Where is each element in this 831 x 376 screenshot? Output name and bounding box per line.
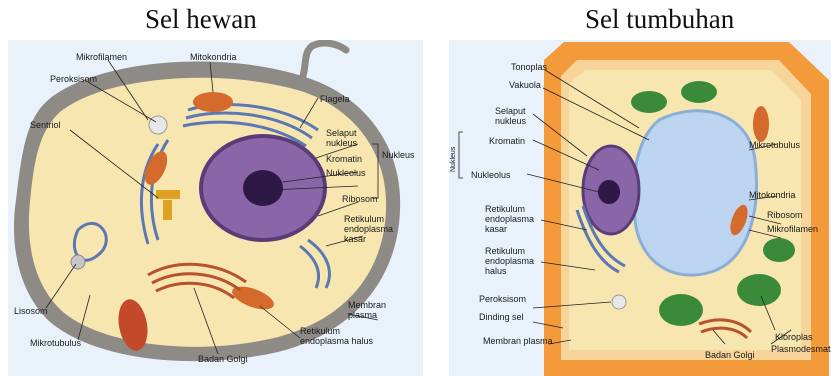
label-nukleus: Nukleus xyxy=(382,150,415,160)
label-rek-1: Retikulum xyxy=(344,214,384,224)
label-sentriol: Sentriol xyxy=(30,120,61,130)
label-badan-golgi: Badan Golgi xyxy=(705,350,755,360)
label-vakuola: Vakuola xyxy=(509,80,541,90)
chloroplast xyxy=(763,238,795,262)
animal-cell-panel: Mikrofilamen Mitokondria Peroksisom Flag… xyxy=(8,40,423,376)
label-rek-2: endoplasma xyxy=(344,224,393,234)
label-rek-2: endoplasma xyxy=(485,214,534,224)
label-kromatin: Kromatin xyxy=(326,154,362,164)
animal-nucleolus xyxy=(243,170,283,206)
label-mitokondria: Mitokondria xyxy=(190,52,237,62)
label-nukleolus: Nukleolus xyxy=(326,168,366,178)
label-selaput-nukleus-1: Selaput xyxy=(495,106,526,116)
label-reh-3: halus xyxy=(485,266,507,276)
label-reh-1: Retikulum xyxy=(485,246,525,256)
label-flagela: Flagela xyxy=(320,94,350,104)
peroxisome xyxy=(149,116,167,134)
label-dinding-sel: Dinding sel xyxy=(479,312,524,322)
animal-cell-diagram: Mikrofilamen Mitokondria Peroksisom Flag… xyxy=(8,40,423,376)
label-mikrofilamen: Mikrofilamen xyxy=(76,52,127,62)
label-selaput-nukleus-2: nukleus xyxy=(326,138,358,148)
label-tonoplas: Tonoplas xyxy=(511,62,548,72)
label-ribosom: Ribosom xyxy=(767,210,803,220)
animal-cell-title: Sel hewan xyxy=(145,4,257,35)
chloroplast xyxy=(659,294,703,326)
label-kloroplas: Kloroplas xyxy=(775,332,813,342)
label-kromatin: Kromatin xyxy=(489,136,525,146)
label-ribosom: Ribosom xyxy=(342,194,378,204)
chloroplast xyxy=(681,81,717,103)
centriole xyxy=(156,190,180,199)
label-plasmodesmata: Plasmodesmata xyxy=(771,344,831,354)
centriole xyxy=(163,200,172,220)
mitochondrion xyxy=(193,92,233,112)
label-membran-plasma: Membran plasma xyxy=(483,336,553,346)
label-peroksisom: Peroksisom xyxy=(50,74,97,84)
label-mitokondria: Mitokondria xyxy=(749,190,796,200)
label-lisosom: Lisosom xyxy=(14,306,48,316)
label-badan-golgi: Badan Golgi xyxy=(198,354,248,364)
label-reh-2: endoplasma xyxy=(485,256,534,266)
label-mikrotubulus: Mikrotubulus xyxy=(749,140,801,150)
plant-cell-panel: Tonoplas Vakuola Selaput nukleus Kromati… xyxy=(449,40,831,376)
lysosome xyxy=(71,255,85,269)
label-nukleolus: Nukleolus xyxy=(471,170,511,180)
label-mikrotubulus: Mikrotubulus xyxy=(30,338,82,348)
plant-cell-diagram: Tonoplas Vakuola Selaput nukleus Kromati… xyxy=(449,40,831,376)
label-rek-3: kasar xyxy=(344,234,366,244)
label-reh-1: Retikulum xyxy=(300,326,340,336)
label-selaput-nukleus-1: Selaput xyxy=(326,128,357,138)
label-rek-1: Retikulum xyxy=(485,204,525,214)
label-membran-1: Membran xyxy=(348,300,386,310)
vacuole xyxy=(634,111,757,275)
plant-peroxisome xyxy=(612,295,626,309)
label-nukleus-vertical: Nukleus xyxy=(450,146,457,172)
plant-cell-title: Sel tumbuhan xyxy=(585,4,734,35)
plant-nucleolus xyxy=(598,180,620,204)
mitochondrion xyxy=(753,106,769,142)
label-reh-2: endoplasma halus xyxy=(300,336,374,346)
chloroplast xyxy=(737,274,781,306)
chloroplast xyxy=(631,91,667,113)
label-membran-2: plasma xyxy=(348,310,377,320)
label-mikrofilamen: Mikrofilamen xyxy=(767,224,818,234)
label-peroksisom: Peroksisom xyxy=(479,294,526,304)
label-rek-3: kasar xyxy=(485,224,507,234)
label-selaput-nukleus-2: nukleus xyxy=(495,116,527,126)
